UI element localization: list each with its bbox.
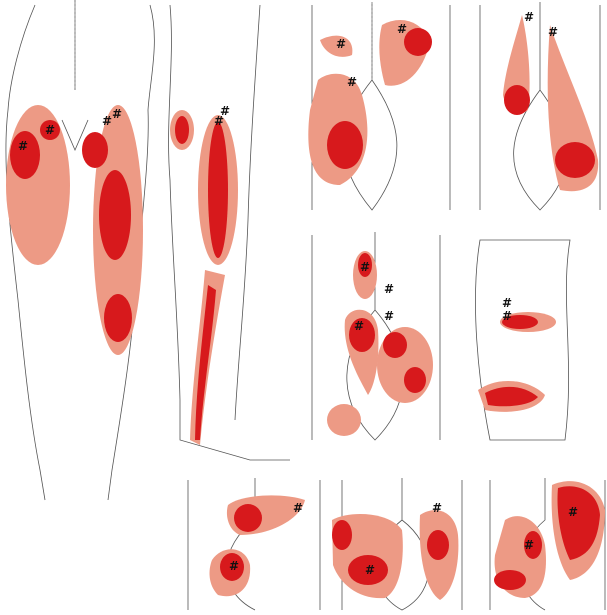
core-zone — [234, 504, 262, 532]
core-zone — [208, 122, 228, 258]
trigger-point-marker: # — [354, 319, 364, 333]
core-zone — [327, 121, 363, 169]
panel-hip-lateral: # # — [475, 240, 570, 440]
trigger-point-marker: # — [502, 296, 512, 310]
trigger-point-marker: # — [524, 10, 534, 24]
trigger-point-marker: # — [548, 25, 558, 39]
core-zone — [332, 520, 352, 550]
trigger-point-marker: # — [365, 563, 375, 577]
panel-legs-posterior: # # # # — [6, 0, 154, 500]
panel-buttock-1: # # — [188, 478, 320, 610]
trigger-point-marker: # — [360, 260, 370, 274]
trigger-point-marker: # — [568, 505, 578, 519]
core-zone — [494, 570, 526, 590]
panel-leg-lateral: # # — [169, 5, 290, 460]
panel-buttock-2: # # — [332, 478, 462, 610]
core-zone — [104, 294, 132, 342]
trigger-point-marker: # — [384, 309, 394, 323]
trigger-point-marker: # — [229, 559, 239, 573]
trigger-point-marker: # — [18, 139, 28, 153]
core-zone — [383, 332, 407, 358]
trigger-point-marker: # — [102, 114, 112, 128]
panel-pelvis-posterior-2: # # # # — [312, 232, 440, 440]
trigger-point-marker: # — [45, 123, 55, 137]
trigger-point-marker: # — [293, 501, 303, 515]
panel-buttock-3: # # — [490, 478, 605, 610]
core-zone — [82, 132, 108, 168]
trigger-point-marker: # — [397, 22, 407, 36]
trigger-point-marker: # — [384, 282, 394, 296]
trigger-point-marker: # — [502, 309, 512, 323]
core-zone — [99, 170, 131, 260]
referral-zone — [6, 105, 70, 265]
core-zone — [555, 142, 595, 178]
trigger-point-marker: # — [432, 501, 442, 515]
referral-zone — [327, 404, 361, 436]
trigger-point-marker: # — [214, 114, 224, 128]
trigger-point-marker: # — [524, 538, 534, 552]
core-zone — [175, 116, 189, 144]
panel-low-back-posterior-1: # # — [480, 2, 600, 210]
trigger-point-marker: # — [112, 107, 122, 121]
core-zone — [404, 367, 426, 393]
core-zone — [504, 85, 530, 115]
core-zone — [404, 28, 432, 56]
trigger-point-marker: # — [347, 75, 357, 89]
core-zone — [427, 530, 449, 560]
trigger-point-marker: # — [336, 37, 346, 51]
panel-hip-posterior-1: # # # — [308, 2, 450, 210]
